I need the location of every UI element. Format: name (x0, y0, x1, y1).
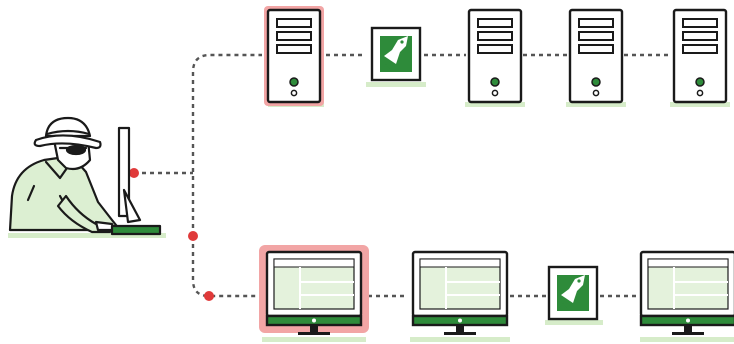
hacker-monitor-icon (117, 126, 131, 218)
server-tower-icon (467, 8, 523, 104)
security-shield-icon (547, 265, 599, 321)
attack-dot-hacker (129, 168, 139, 178)
hacker-workstation (110, 126, 162, 236)
server-branch (191, 53, 262, 236)
monitor-compromised (259, 245, 369, 337)
attack-dot-junction (188, 231, 198, 241)
connectors (134, 53, 672, 298)
attack-dots (129, 168, 214, 301)
hacker-icon (8, 116, 122, 234)
monitor-chain (259, 245, 734, 337)
monitor-branch (191, 236, 258, 298)
security-shield-icon (370, 26, 422, 82)
server-chain (264, 6, 728, 106)
server-tower-icon (672, 8, 728, 104)
ground-shadows (8, 82, 734, 342)
attack-dot-monitor (204, 291, 214, 301)
desktop-monitor-icon (411, 250, 509, 337)
server-compromised (264, 6, 324, 106)
desktop-monitor-icon (639, 250, 734, 337)
keyboard-icon (110, 224, 162, 236)
server-tower-icon (568, 8, 624, 104)
